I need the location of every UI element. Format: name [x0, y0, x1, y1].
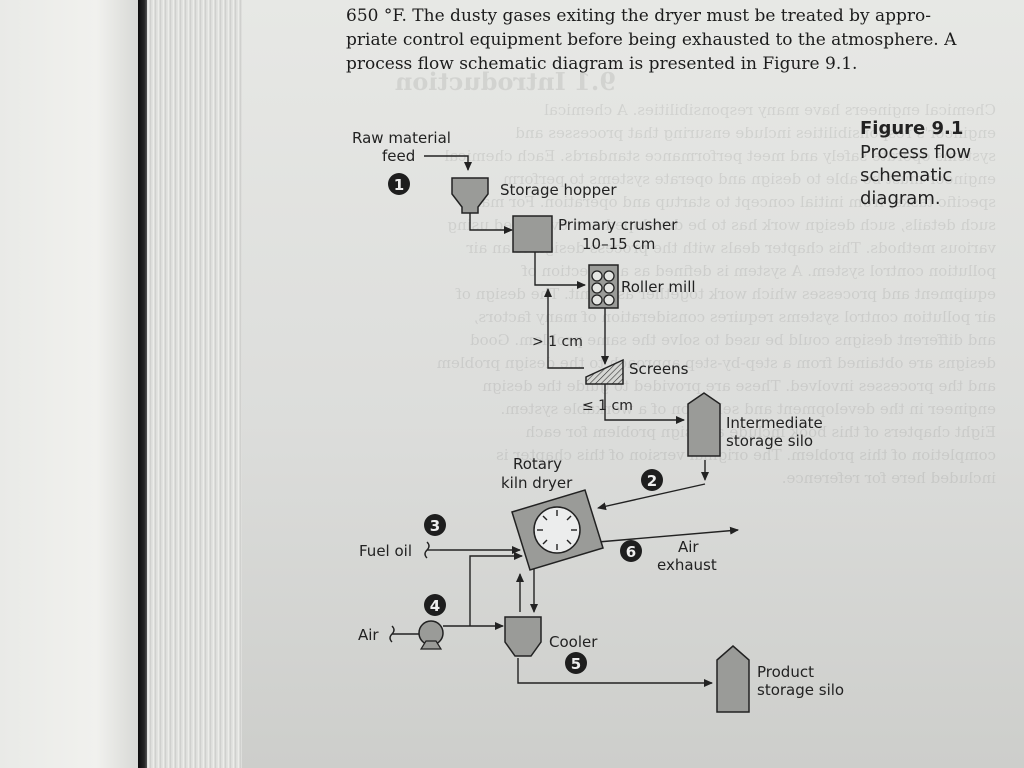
figure-caption-line: Process flow	[860, 142, 971, 163]
flow-line-raw-feed	[424, 155, 472, 171]
stream-badge-1: 1	[388, 173, 410, 195]
svg-text:3: 3	[430, 517, 440, 535]
raw-material-label: feed	[382, 147, 415, 165]
air-label: Air	[358, 626, 379, 644]
roller-mill-icon	[588, 264, 619, 309]
svg-text:4: 4	[430, 597, 440, 615]
flow-line-hopper-to-crusher	[469, 212, 513, 234]
figure-number: Figure 9.1	[860, 118, 963, 139]
flow-line-screens-to-silo	[604, 384, 685, 424]
figure-caption-line: schematic	[860, 165, 952, 186]
raw-material-label: Raw material	[352, 129, 451, 147]
page-edges	[147, 0, 242, 768]
air-exhaust-label: Air	[678, 538, 699, 556]
storage-hopper-label: Storage hopper	[500, 181, 617, 199]
figure-caption-line: diagram.	[860, 188, 941, 209]
svg-text:6: 6	[626, 543, 636, 561]
roller-mill-label: Roller mill	[621, 278, 696, 296]
stream-badge-3: 3	[424, 514, 446, 536]
fuel-oil-label: Fuel oil	[359, 542, 412, 560]
product-silo-label: storage silo	[757, 681, 844, 699]
rotary-kiln-dryer-icon	[511, 489, 604, 571]
rotary-kiln-label: Rotary	[513, 455, 562, 473]
intermediate-silo-label: Intermediate	[726, 414, 823, 432]
stream-badge-6: 6	[620, 540, 642, 562]
right-page	[242, 0, 1024, 768]
product-silo-icon	[716, 645, 750, 713]
primary-crusher-icon	[512, 215, 553, 253]
body-line: process flow schematic diagram is presen…	[346, 54, 858, 74]
flow-line-feed-to-dryer	[597, 483, 706, 511]
intermediate-silo-label: storage silo	[726, 432, 813, 450]
stream-badge-2: 2	[641, 469, 663, 491]
air-blower-icon	[418, 620, 444, 650]
body-line: priate control equipment before being ex…	[346, 30, 957, 50]
screens-icon	[585, 358, 624, 385]
flow-line-air-to-dryer	[469, 552, 523, 626]
primary-crusher-size-label: 10–15 cm	[582, 235, 655, 253]
screens-label: Screens	[629, 360, 689, 378]
body-line: 650 °F. The dusty gases exiting the drye…	[346, 6, 932, 26]
svg-text:1: 1	[394, 176, 404, 194]
book-spine-gutter	[138, 0, 147, 768]
svg-text:2: 2	[647, 472, 657, 490]
product-silo-label: Product	[757, 663, 814, 681]
undersize-label: ≤ 1 cm	[582, 398, 633, 414]
cooler-icon	[504, 616, 542, 657]
flow-line-air-exhaust	[597, 526, 739, 543]
oversize-label: > 1 cm	[532, 334, 583, 350]
body-paragraph: 650 °F. The dusty gases exiting the drye…	[346, 4, 996, 76]
flow-line-crusher-to-mill	[534, 252, 586, 289]
storage-hopper-icon	[451, 177, 489, 214]
stream-badge-4: 4	[424, 594, 446, 616]
air-exhaust-label: exhaust	[657, 556, 717, 574]
primary-crusher-label: Primary crusher	[558, 216, 678, 234]
rotary-kiln-label: kiln dryer	[501, 474, 573, 492]
flow-line-cooler-to-product	[517, 658, 713, 687]
svg-text:5: 5	[571, 655, 581, 673]
flow-line-oversize-recycle	[544, 288, 584, 369]
stream-badge-5: 5	[565, 652, 587, 674]
cooler-label: Cooler	[549, 633, 598, 651]
intermediate-silo-icon	[687, 392, 721, 457]
left-page	[0, 0, 138, 768]
